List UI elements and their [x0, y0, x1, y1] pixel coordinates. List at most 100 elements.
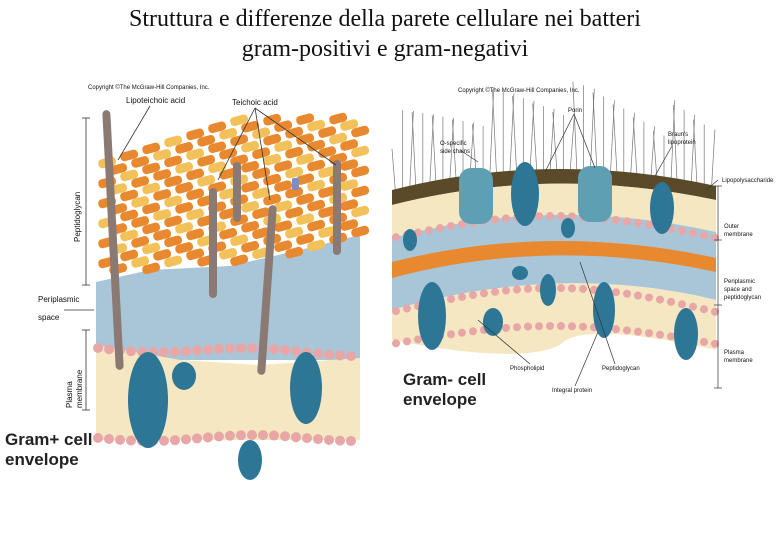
phospholipid-head [645, 329, 653, 338]
peptidoglycan-unit [318, 166, 337, 178]
gn-plasma-label-2: membrane [724, 358, 753, 364]
peptidoglycan-unit [241, 160, 260, 173]
porin-label: Porin [568, 108, 582, 114]
teichoic-acid-rod [209, 188, 217, 298]
peptidoglycan-unit [230, 134, 249, 147]
phospholipid-head [414, 335, 422, 344]
plasma-label-1: Plasma [65, 381, 74, 408]
phospholipid-head [546, 212, 554, 221]
peptidoglycan-unit [285, 166, 304, 179]
lps-label: Lipopolysaccharide [722, 178, 774, 184]
peptidoglycan-unit [307, 119, 326, 132]
gram-positive-peptidoglycan [98, 112, 370, 275]
phospholipid-head [392, 233, 400, 242]
phospholipid-head [689, 302, 697, 311]
o-specific-chain [411, 112, 417, 194]
gram-negative-proteins [403, 162, 698, 360]
peptidoglycan-unit [131, 176, 150, 188]
peptidoglycan-unit [285, 206, 304, 219]
phospholipid-head [568, 322, 576, 331]
lipoteichoic-acid-rod [102, 110, 124, 370]
peptidoglycan-unit [219, 167, 238, 180]
phospholipid-head [269, 430, 279, 441]
peptidoglycan-unit [351, 185, 370, 198]
phospholipid-head [170, 346, 180, 357]
peptidoglycan-unit [351, 205, 370, 218]
phospholipid-head [346, 435, 356, 446]
phospholipid-head [192, 433, 202, 444]
phospholipid-head [535, 212, 543, 221]
phospholipid-head [700, 337, 708, 346]
phospholipid-head [491, 215, 499, 224]
peptidoglycan-unit [131, 216, 150, 228]
peptidoglycan-unit [241, 140, 260, 153]
teichoic-acid-tip [292, 178, 299, 190]
peptidoglycan-unit [131, 256, 150, 268]
peptidoglycan-unit [241, 200, 260, 213]
peptidoglycan-unit [263, 193, 282, 206]
peptidoglycan-unit [274, 160, 293, 172]
gram-negative-copyright: Copyright ©The McGraw-Hill Companies, In… [458, 87, 580, 94]
peptidoglycan-unit [153, 149, 172, 161]
periplasmic-protein [512, 266, 528, 280]
phospholipid-head [667, 332, 675, 341]
peptidoglycan-unit [263, 153, 282, 166]
gram-negative-panel: Copyright ©The McGraw-Hill Companies, In… [391, 81, 774, 394]
peptidoglycan-unit [186, 228, 205, 241]
peptidoglycan-unit [164, 235, 183, 248]
peptidoglycan-unit [285, 226, 304, 239]
peptidoglycan-unit [274, 120, 293, 132]
porin [459, 168, 493, 224]
phospholipid-head [93, 343, 103, 353]
peptidoglycan-unit [340, 219, 359, 231]
peptidoglycan-unit [175, 162, 194, 174]
gram-negative-leader-lines [459, 113, 722, 389]
phospholipid-head [313, 348, 323, 359]
peptidoglycan-unit [153, 169, 172, 181]
phospholipid-head [280, 431, 290, 442]
outer-membrane-protein [511, 162, 539, 226]
teichoic-acid-label: Teichoic acid [232, 98, 278, 107]
gn-periplasmic-label-2: space and [724, 287, 752, 293]
phospholipid-head [711, 307, 719, 316]
peptidoglycan-unit [274, 200, 293, 212]
peptidoglycan-unit [120, 229, 139, 242]
phospholipid-head [502, 214, 510, 223]
phospholipid-head [192, 345, 202, 356]
phospholipid-head [557, 322, 565, 331]
phospholipid-head [645, 220, 653, 229]
gn-peptidoglycan-label: Peptidoglycan [602, 366, 640, 372]
gram-negative-plasma-membrane [392, 283, 716, 354]
phospholipid-head [623, 217, 631, 226]
gram-negative-caption-line-2: envelope [403, 390, 477, 409]
peptidoglycan-unit [197, 155, 216, 167]
peptidoglycan-unit [164, 195, 183, 208]
phospholipid-head [458, 328, 466, 337]
outer-membrane-label-1: Outer [724, 224, 739, 230]
phospholipid-head [225, 430, 235, 441]
phospholipid-head [335, 350, 345, 361]
peptidoglycan-unit [252, 187, 271, 199]
phospholipid-head [104, 433, 114, 444]
phospholipid-head [469, 291, 477, 300]
phospholipid-head [480, 289, 488, 298]
phospholipid-head [313, 434, 323, 445]
peptidoglycan-unit [142, 202, 161, 215]
periplasmic-protein [561, 218, 575, 238]
phospholipid-head [159, 435, 169, 446]
peptidoglycan-unit [318, 146, 337, 158]
phospholipid-head [280, 345, 290, 356]
phospholipid-head [115, 434, 125, 445]
peptidoglycan-unit [208, 121, 227, 134]
peptidoglycan-unit [285, 186, 304, 199]
o-specific-label-1: O-specific [440, 141, 467, 147]
peptidoglycan-unit [164, 175, 183, 188]
peptidoglycan-unit [175, 242, 194, 254]
peptidoglycan-unit [164, 135, 183, 148]
phospholipid-head [579, 284, 587, 293]
peptidoglycan-unit [208, 161, 227, 174]
o-specific-chain [630, 112, 635, 178]
phospholipid-head [447, 222, 455, 231]
o-specific-chain [650, 126, 655, 183]
phospholipid-head [126, 435, 136, 446]
